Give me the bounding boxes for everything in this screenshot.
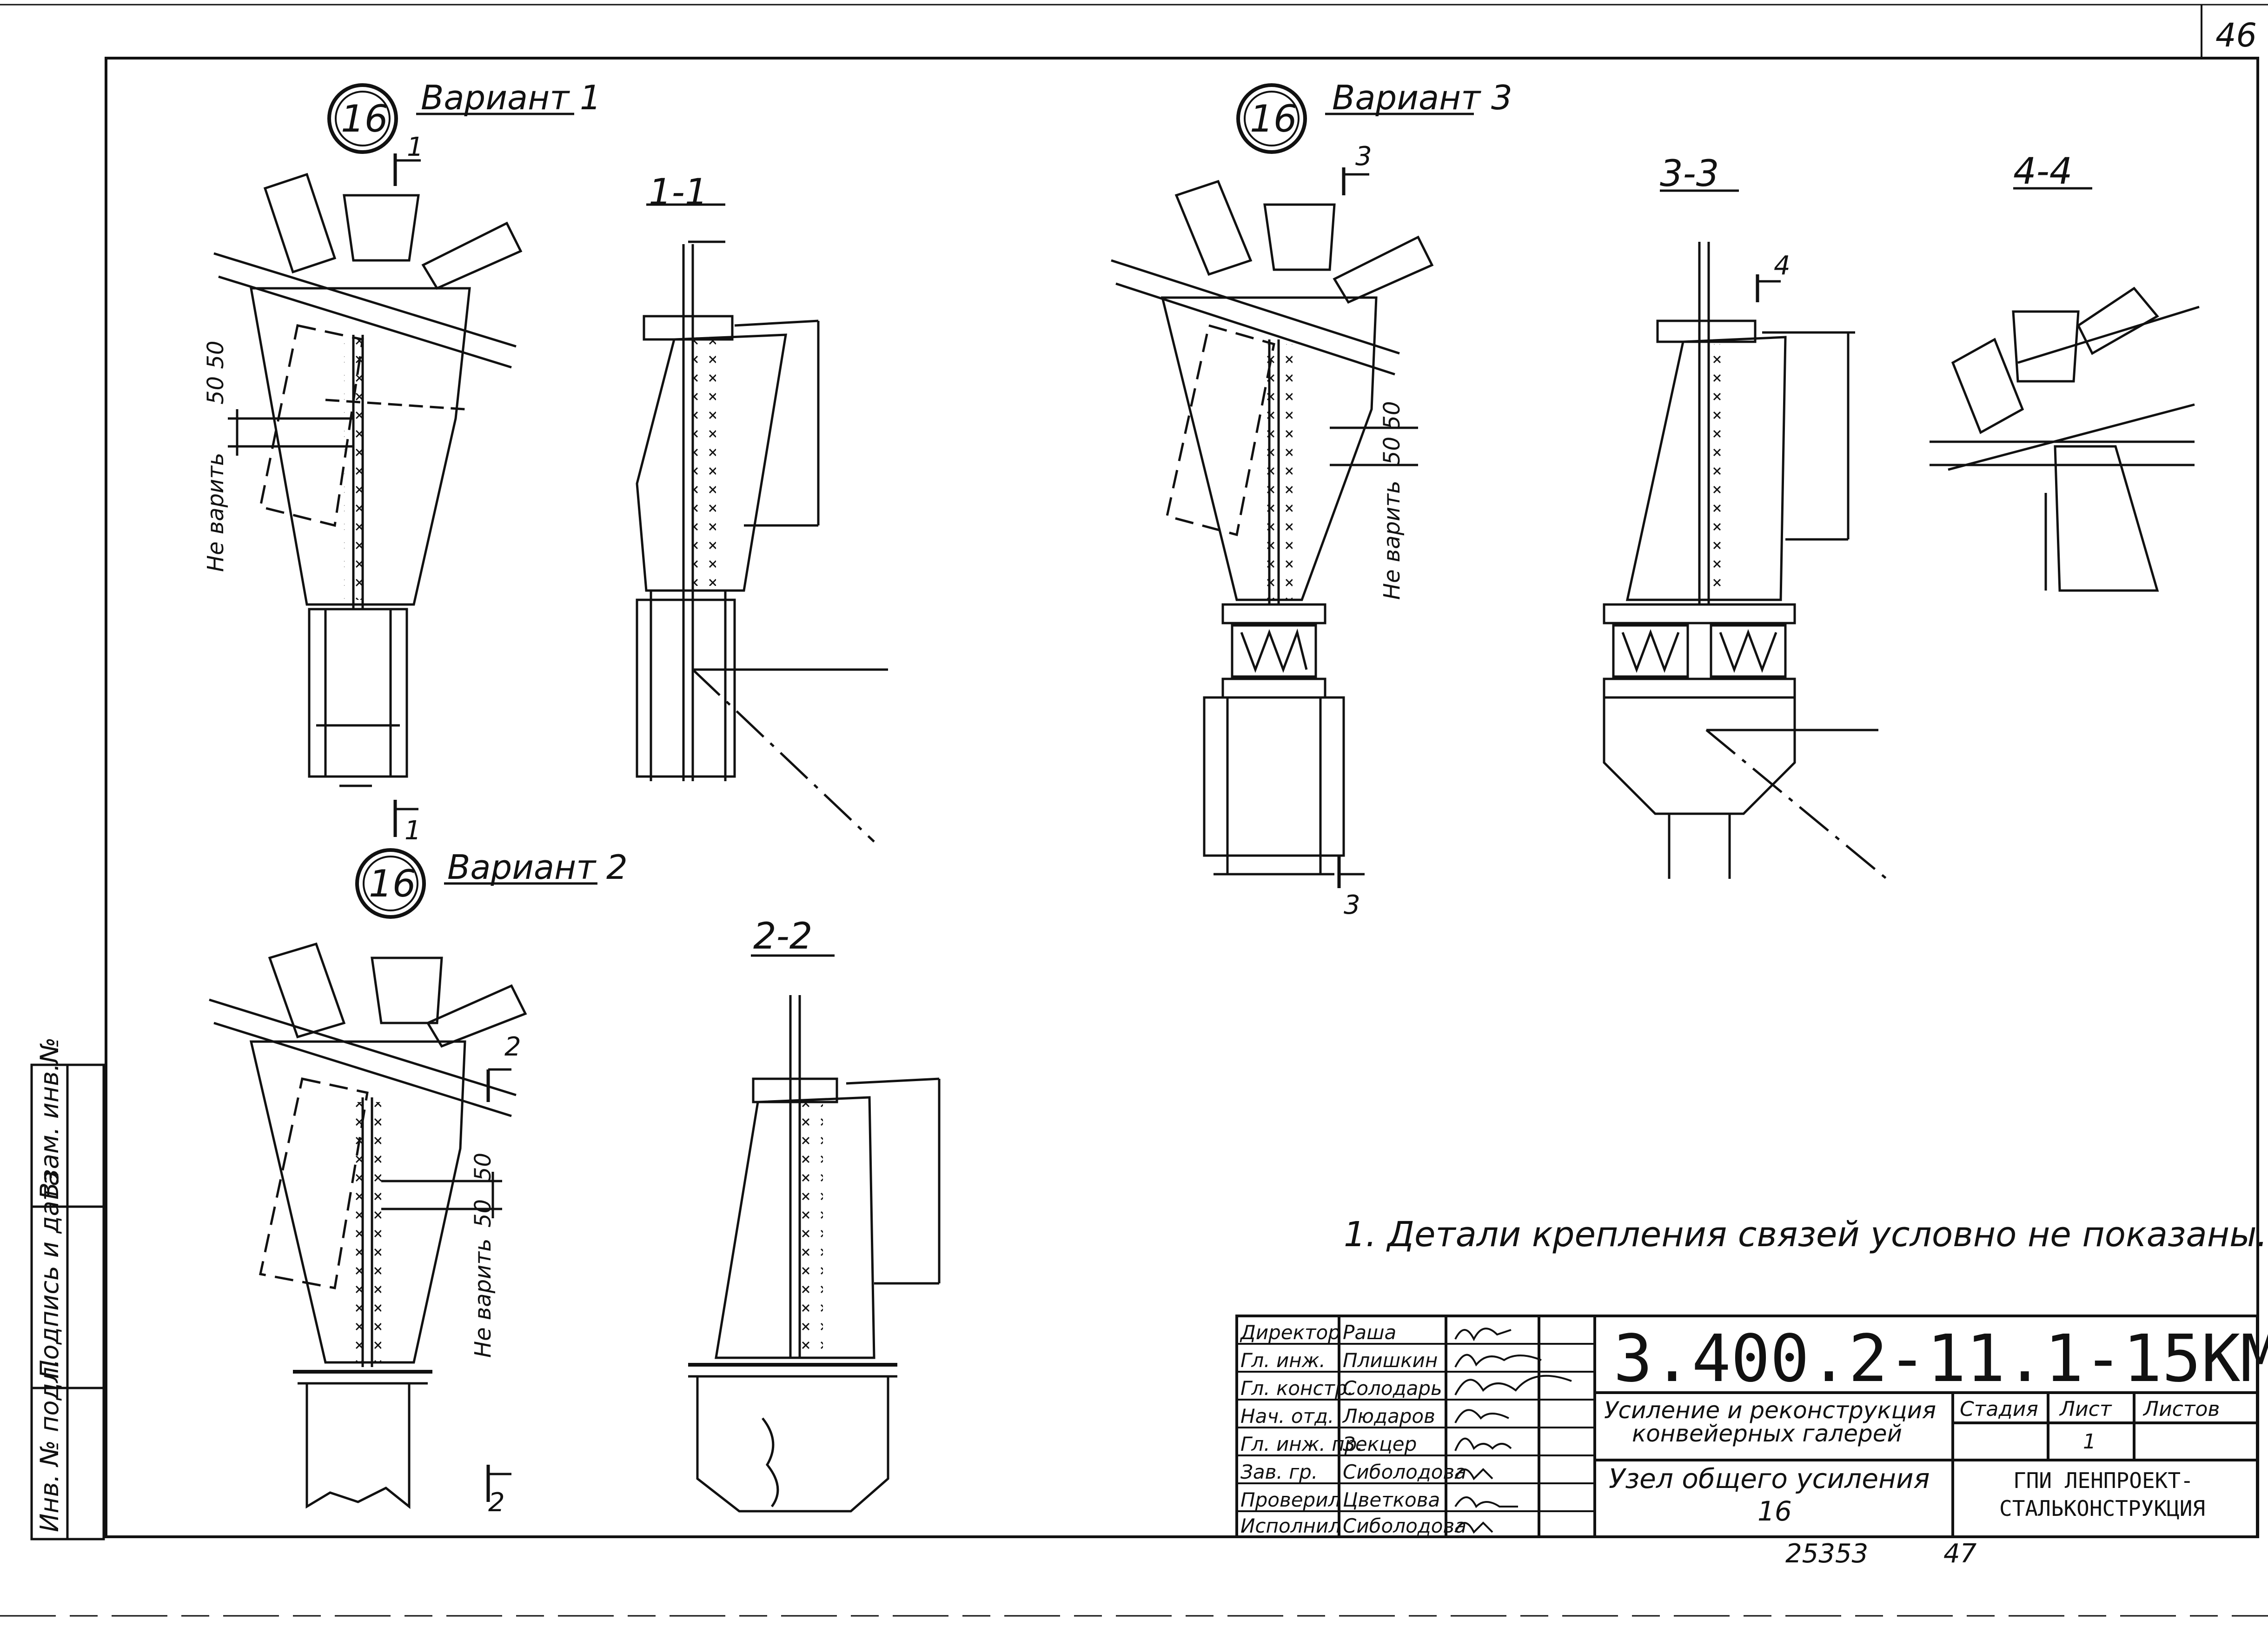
- variant1-detail: [213, 83, 574, 837]
- staff-name-6: Сиболодова: [1343, 1461, 1466, 1483]
- left-stamp: [30, 1063, 105, 1541]
- sheet-value: 1: [2083, 1430, 2096, 1454]
- staff-role-2: Гл. инж.: [1240, 1349, 1326, 1372]
- variant1-node-number: 16: [341, 97, 388, 140]
- variant1-no-weld: Не варить: [203, 453, 229, 572]
- archive-number: 25353: [1785, 1539, 1868, 1569]
- drawing-code: 3.400.2-11.1-15КМ: [1613, 1321, 2268, 1397]
- section22-title: 2-2: [753, 916, 812, 957]
- sheets-label: Листов: [2142, 1397, 2220, 1421]
- variant2-detail: [209, 848, 597, 1509]
- variant3-weld: [1265, 344, 1293, 600]
- variant2-no-weld: Не варить: [470, 1239, 496, 1358]
- variant1-cut-bottom: 1: [405, 816, 421, 846]
- project-line-1: Усиление и реконструкция: [1604, 1397, 1936, 1424]
- variant2-dim-a: 50: [470, 1153, 496, 1181]
- signatures: [1454, 1328, 1572, 1534]
- section33-title: 3-3: [1660, 153, 1719, 195]
- variant3-node-number: 16: [1250, 97, 1297, 140]
- stamp-replaced-inv: Взам. инв.№: [35, 1037, 64, 1200]
- variant2-weld: [353, 1102, 381, 1362]
- staff-name-3: Солодарь: [1343, 1377, 1442, 1400]
- staff-name-1: Раша: [1343, 1321, 1396, 1344]
- staff-role-4: Нач. отд.: [1240, 1405, 1334, 1428]
- drawing-title: Узел общего усиления: [1609, 1463, 1930, 1494]
- section33-weld: [1709, 344, 1732, 595]
- page-number: 46: [2215, 16, 2257, 54]
- section11-title: 1-1: [649, 172, 708, 213]
- org-line-2: СТАЛЬКОНСТРУКЦИЯ: [1999, 1496, 2205, 1521]
- staff-role-7: Проверил: [1240, 1488, 1340, 1511]
- staff-name-7: Цветкова: [1343, 1488, 1440, 1511]
- sheet-frame: [0, 4, 2268, 1617]
- section33-cut: 4: [1774, 251, 1791, 281]
- variant3-title: Вариант 3: [1332, 78, 1512, 117]
- variant2-dim-b: 50: [470, 1199, 496, 1228]
- variant1-cut-top: 1: [407, 132, 424, 162]
- archive-suffix: 47: [1943, 1539, 1977, 1569]
- variant3-cut-top: 3: [1355, 141, 1372, 172]
- stamp-signature-date: Подпись и дата: [35, 1171, 64, 1379]
- variant1-dims: 50 50: [203, 341, 229, 405]
- staff-role-3: Гл. констр.: [1240, 1377, 1353, 1400]
- section44-title: 4-4: [2013, 151, 2072, 193]
- variant3-cut-bottom: 3: [1344, 890, 1360, 920]
- staff-role-5: Гл. инж. пр.: [1240, 1433, 1363, 1455]
- staff-role-8: Исполнил: [1240, 1514, 1341, 1537]
- staff-name-4: Людаров: [1342, 1405, 1435, 1428]
- variant1-title: Вариант 1: [421, 78, 601, 117]
- section22-weld: [800, 1102, 823, 1353]
- section11-weld: [693, 335, 716, 586]
- variant2-node-number: 16: [369, 862, 416, 905]
- section22-view: [688, 954, 941, 1513]
- title-block: [1235, 1315, 2259, 1538]
- variant3-no-weld: Не варить: [1379, 481, 1405, 600]
- drawing-node-number: 16: [1757, 1495, 1792, 1527]
- title-block-rows: [1237, 1343, 1595, 1512]
- section44-view: [1930, 187, 2200, 592]
- staff-role-1: Директор: [1240, 1321, 1340, 1344]
- staff-role-6: Зав. гр.: [1240, 1461, 1318, 1483]
- staff-name-2: Плишкин: [1343, 1349, 1438, 1372]
- variant2-title: Вариант 2: [447, 848, 628, 887]
- stage-label: Стадия: [1960, 1397, 2038, 1421]
- sheet-label: Лист: [2059, 1397, 2112, 1421]
- staff-name-5: Зекцер: [1343, 1433, 1417, 1455]
- variant2-cut-bottom: 2: [488, 1488, 505, 1518]
- section33-view: [1603, 189, 1893, 884]
- drawing-note: 1. Детали крепления связей условно не по…: [1344, 1215, 2268, 1255]
- variant3-dims: 50 50: [1379, 401, 1405, 465]
- variant2-cut-top: 2: [504, 1032, 521, 1062]
- project-line-2: конвейерных галерей: [1632, 1420, 1902, 1447]
- variant1-weld: [344, 339, 372, 600]
- stamp-inv-number: Инв. № подл.: [35, 1359, 64, 1532]
- org-line-1: ГПИ ЛЕНПРОЕКТ-: [2013, 1468, 2194, 1493]
- section11-view: [636, 203, 888, 843]
- staff-name-8: Сиболодова: [1343, 1514, 1466, 1537]
